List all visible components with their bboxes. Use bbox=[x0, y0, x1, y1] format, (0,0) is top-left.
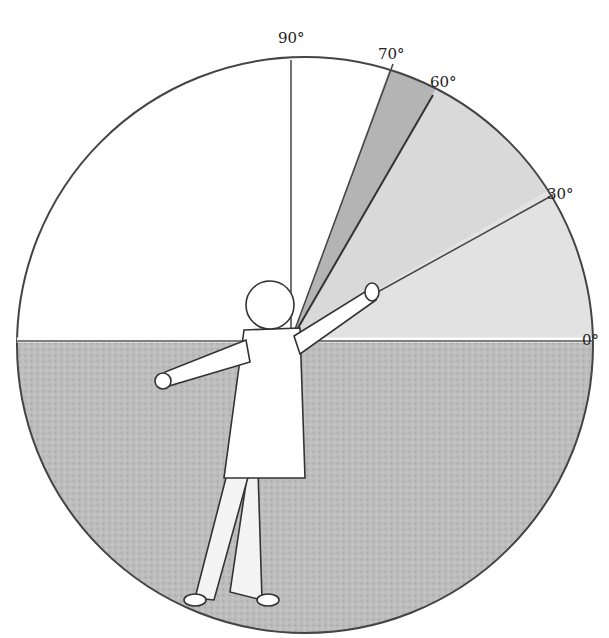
angle-label: 90° bbox=[276, 30, 307, 47]
sky-circle bbox=[17, 57, 593, 633]
angle-label: 70° bbox=[376, 46, 407, 63]
sector-30-60 bbox=[291, 35, 609, 340]
angle-label: 30° bbox=[545, 186, 576, 203]
ray-70 bbox=[291, 64, 393, 340]
angle-label: 0° bbox=[580, 332, 601, 349]
ground bbox=[0, 340, 609, 638]
person bbox=[155, 281, 379, 606]
sector-60-70 bbox=[291, 35, 467, 340]
angle-label: 60° bbox=[428, 74, 459, 91]
